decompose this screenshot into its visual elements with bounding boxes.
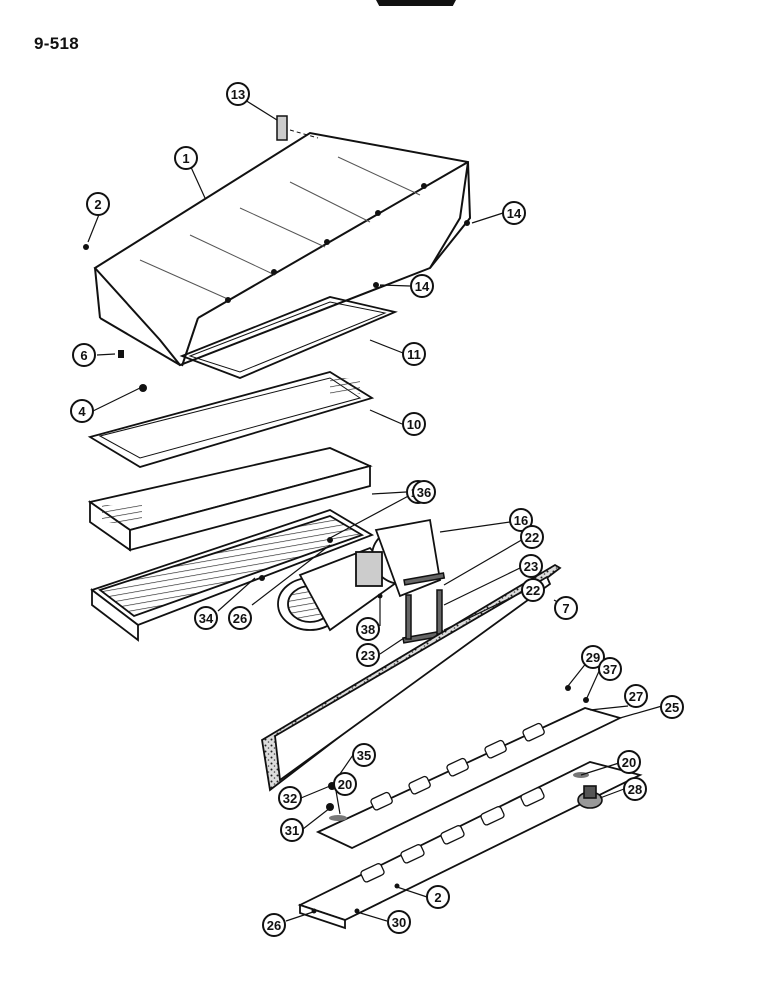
svg-text:25: 25 [665,700,679,715]
callout-36-marker: 36 [412,480,436,504]
callout-14-mid: 14 [410,274,434,298]
svg-text:31: 31 [285,823,299,838]
svg-text:38: 38 [361,622,375,637]
callout-32: 32 [278,786,302,810]
callout-6: 6 [72,343,96,367]
mounting-plate-27 [315,707,623,849]
callout-1: 1 [174,146,198,170]
callout-2-bottom: 2 [426,885,450,909]
callout-14-right: 14 [502,201,526,225]
svg-text:7: 7 [562,601,569,616]
svg-text:35: 35 [357,748,371,763]
callout-25: 25 [660,695,684,719]
callout-20-left: 20 [333,772,357,796]
svg-text:32: 32 [283,791,297,806]
svg-text:13: 13 [231,87,245,102]
svg-text:20: 20 [622,755,636,770]
svg-text:6: 6 [80,348,87,363]
svg-text:27: 27 [629,689,643,704]
svg-text:23: 23 [524,559,538,574]
callout-34: 34 [194,606,218,630]
callouts: 13 1 2 14 14 6 11 4 10 12 36 16 22 23 22… [70,82,684,937]
callout-27: 27 [624,684,648,708]
svg-text:2: 2 [434,890,441,905]
svg-text:14: 14 [415,279,430,294]
gasket-7 [261,563,562,792]
svg-text:26: 26 [233,611,247,626]
callout-30: 30 [387,910,411,934]
callout-23-bottom: 23 [356,643,380,667]
bracket-part [276,115,288,141]
callout-37: 37 [598,657,622,681]
svg-text:36: 36 [417,485,431,500]
svg-text:16: 16 [514,513,528,528]
svg-text:29: 29 [586,650,600,665]
filter-tray [90,509,375,642]
callout-10: 10 [402,412,426,436]
callout-2-top: 2 [86,192,110,216]
svg-text:28: 28 [628,782,642,797]
svg-text:10: 10 [407,417,421,432]
housing-cover [93,131,472,367]
callout-16: 16 [509,508,533,532]
callout-28: 28 [623,777,647,801]
leader-lines [87,99,663,922]
filter-12 [87,447,373,552]
svg-text:4: 4 [78,404,86,419]
svg-text:26: 26 [267,918,281,933]
gasket-11 [179,296,398,379]
callout-22-top: 22 [520,525,544,549]
blower-assembly [277,518,442,632]
callout-11: 11 [402,342,426,366]
callout-26-bottom: 26 [262,913,286,937]
callout-20-right: 20 [617,750,641,774]
callout-7: 7 [554,596,578,620]
svg-text:1: 1 [182,151,189,166]
callout-23-top: 23 [519,554,543,578]
callout-13: 13 [226,82,250,106]
vent-plate-25 [297,761,643,930]
svg-text:30: 30 [392,915,406,930]
header-fragment [376,0,456,6]
small-hardware [83,220,589,914]
callout-26-mid: 26 [228,606,252,630]
callout-38: 38 [356,617,380,641]
page-reference: 9-518 [34,34,79,53]
mounting-strips [402,572,446,644]
callout-35: 35 [352,743,376,767]
callout-22-bottom: 22 [521,578,545,602]
callout-29: 29 [581,645,605,669]
svg-text:14: 14 [507,206,522,221]
svg-text:2: 2 [94,197,101,212]
filter-frame-10 [87,371,375,468]
housing-fasteners [225,183,427,303]
callout-31: 31 [280,818,304,842]
knob-28 [577,785,603,809]
svg-text:23: 23 [361,648,375,663]
svg-text:22: 22 [526,583,540,598]
svg-text:20: 20 [338,777,352,792]
svg-text:37: 37 [603,662,617,677]
svg-text:34: 34 [199,611,214,626]
svg-text:11: 11 [407,347,421,362]
svg-text:22: 22 [525,530,539,545]
callout-4: 4 [70,399,94,423]
